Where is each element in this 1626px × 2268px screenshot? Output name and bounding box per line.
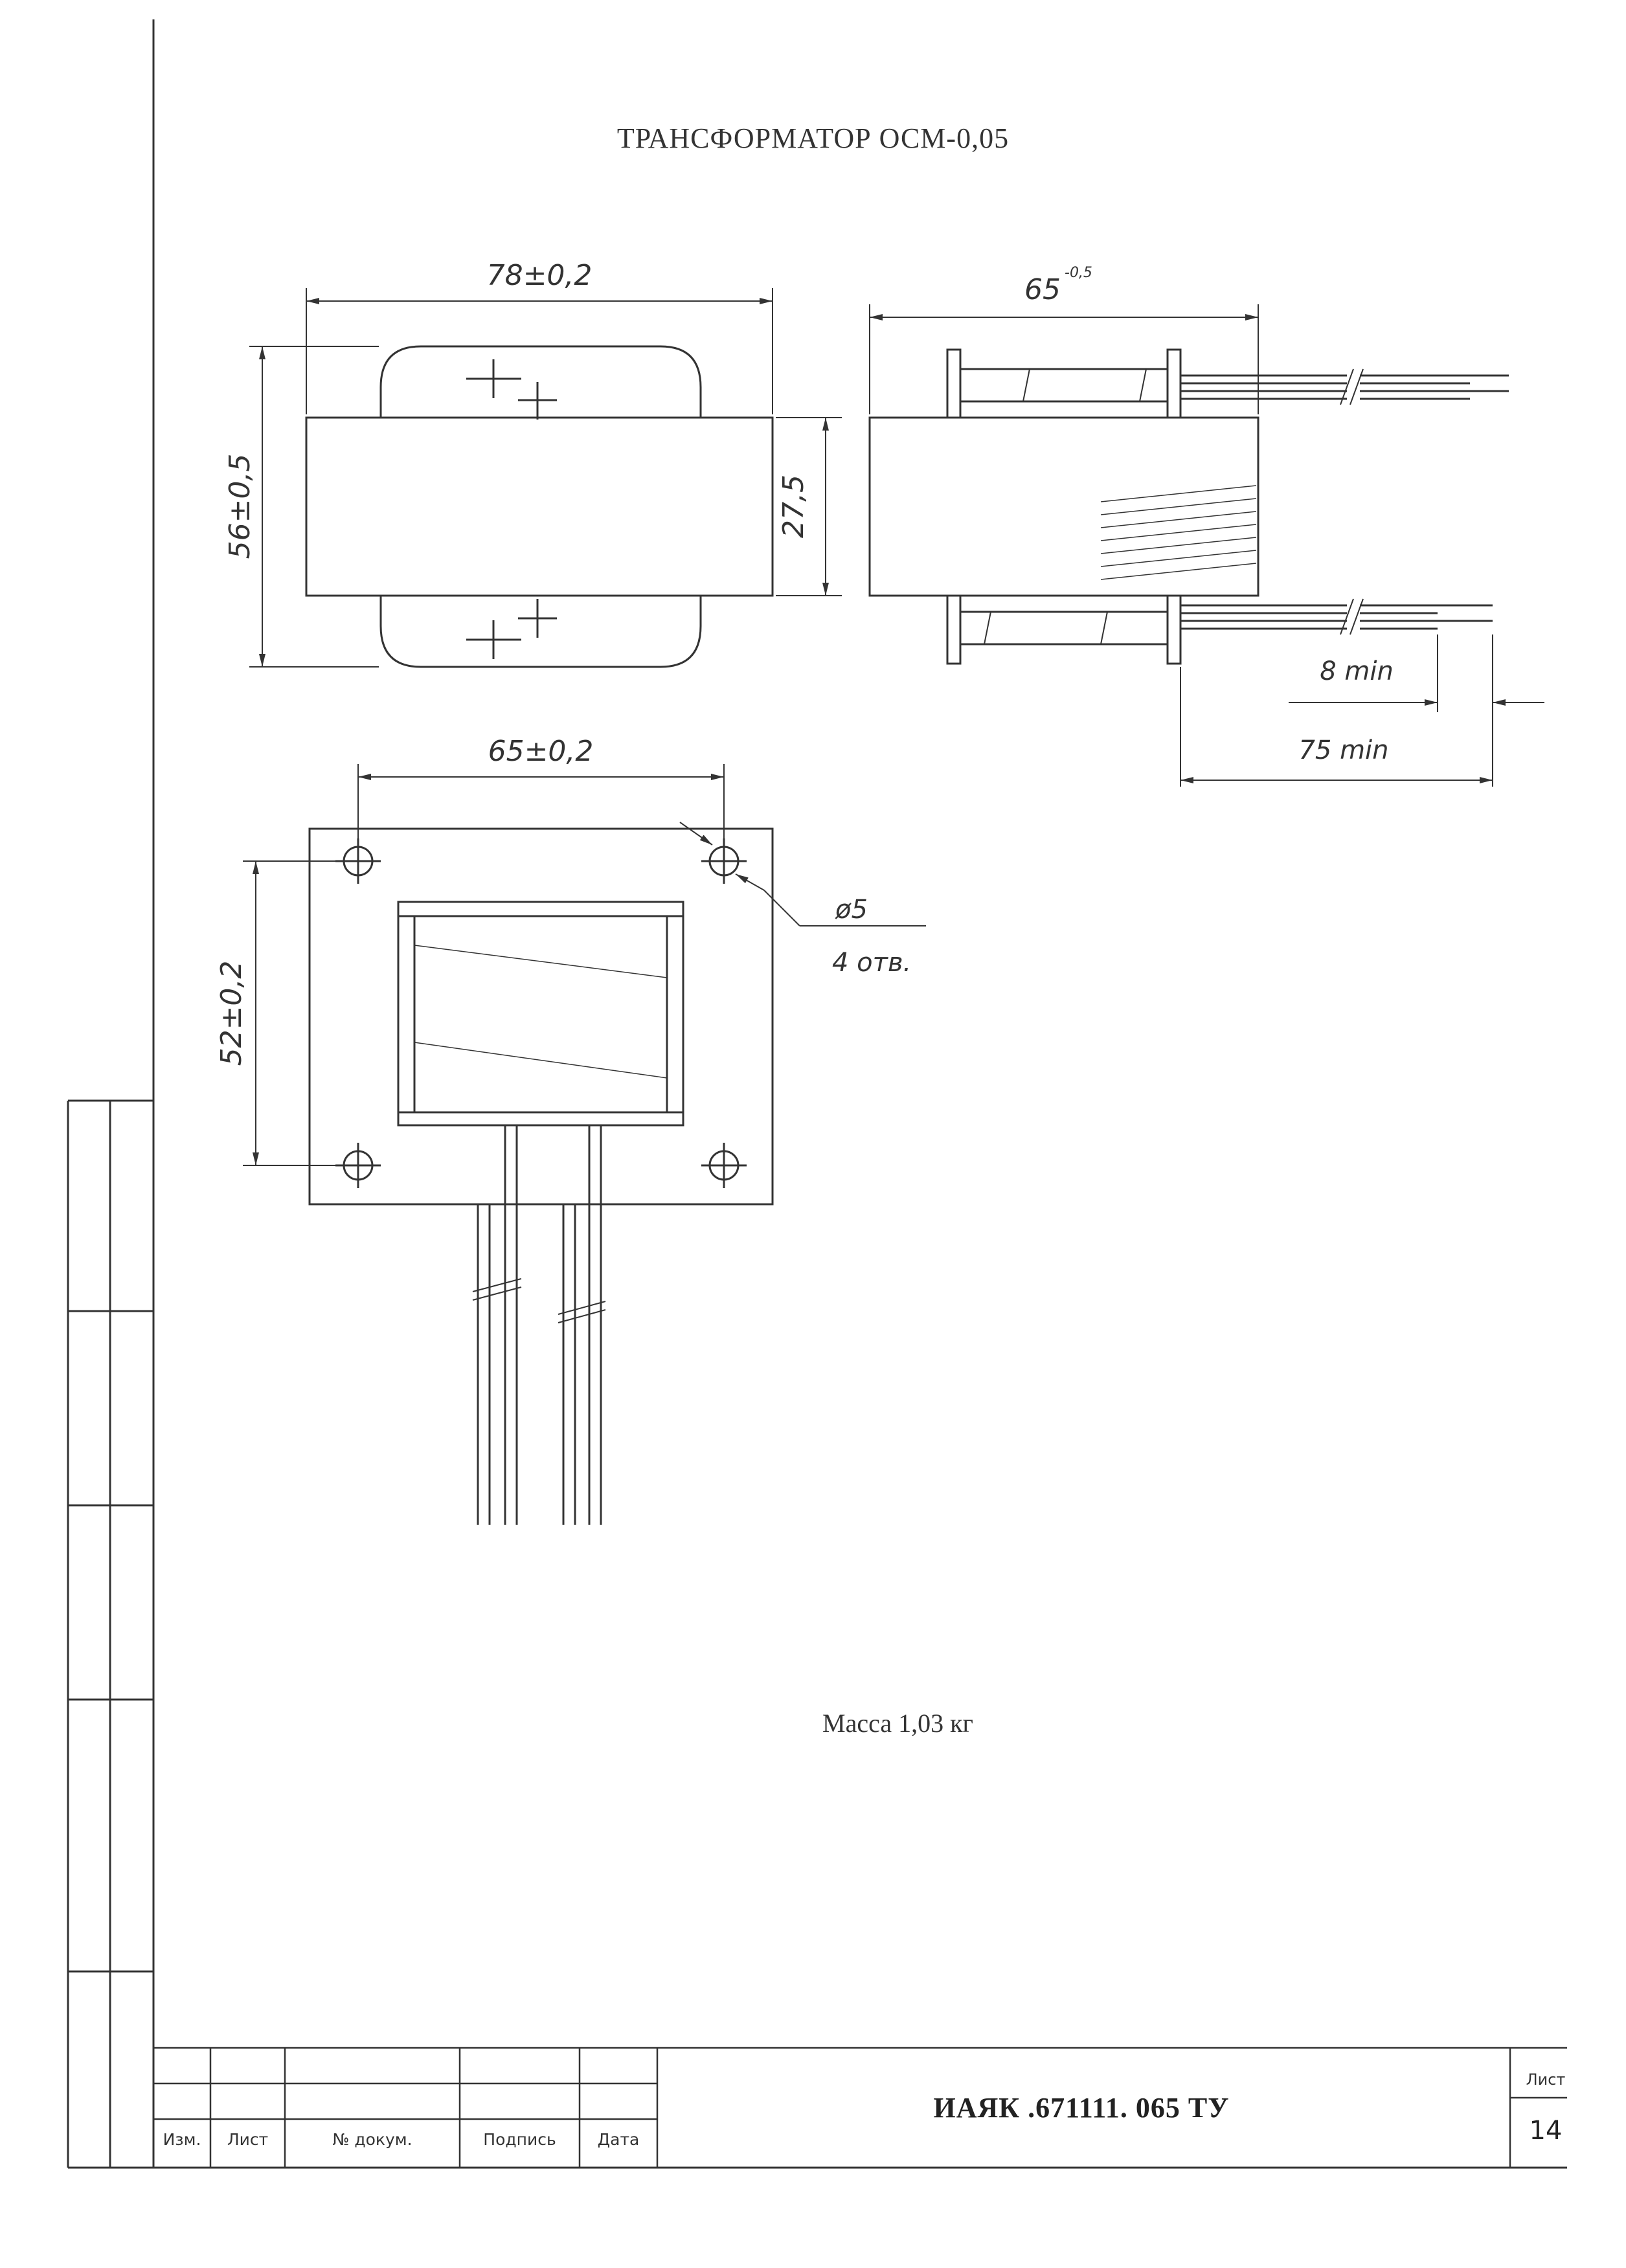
document-number: ИАЯК .671111. 065 ТУ [933,2092,1230,2124]
mounting-plate [308,827,774,1206]
dim-height-left: 56±0,5 [223,454,256,559]
sheet-label: Лист [1526,2071,1566,2089]
dim-hole-count: 4 отв. [832,948,911,978]
dim-lead-min: 8 min [1320,657,1394,686]
side-view [868,304,1544,787]
header-izm: Изм. [163,2130,201,2149]
coil-top [379,345,702,418]
coil-bottom [379,596,702,668]
dim-lead-total: 75 min [1298,735,1388,765]
top-view [243,764,926,1525]
front-view [249,288,842,668]
dim-hole-dia: ø5 [835,895,868,925]
sheet-number: 14 [1529,2116,1563,2146]
dim-side-tol: -0,5 [1065,265,1092,281]
dim-width-top: 78±0,2 [487,259,593,292]
dim-hole-spacing-x: 65±0,2 [488,735,594,768]
dim-hole-spacing-y: 52±0,2 [215,961,248,1066]
mounting-holes [335,838,747,1188]
header-doc: № докум. [332,2130,412,2149]
header-sign: Подпись [483,2130,556,2149]
bobbin-window [397,901,684,1127]
dim-side-length: 65 [1024,273,1061,306]
dim-core-height: 27,5 [777,475,810,538]
core-front [305,416,774,597]
header-list: Лист [227,2130,269,2149]
mass-label: Масса 1,03 кг [822,1709,973,1738]
title-block-grid [153,2047,1567,2168]
leads-down [472,1125,606,1525]
drawing-title: ТРАНСФОРМАТОР ОСМ-0,05 [616,122,1010,154]
sheet-frame [67,19,1567,2169]
core-side [868,416,1259,597]
header-date: Дата [597,2130,640,2149]
